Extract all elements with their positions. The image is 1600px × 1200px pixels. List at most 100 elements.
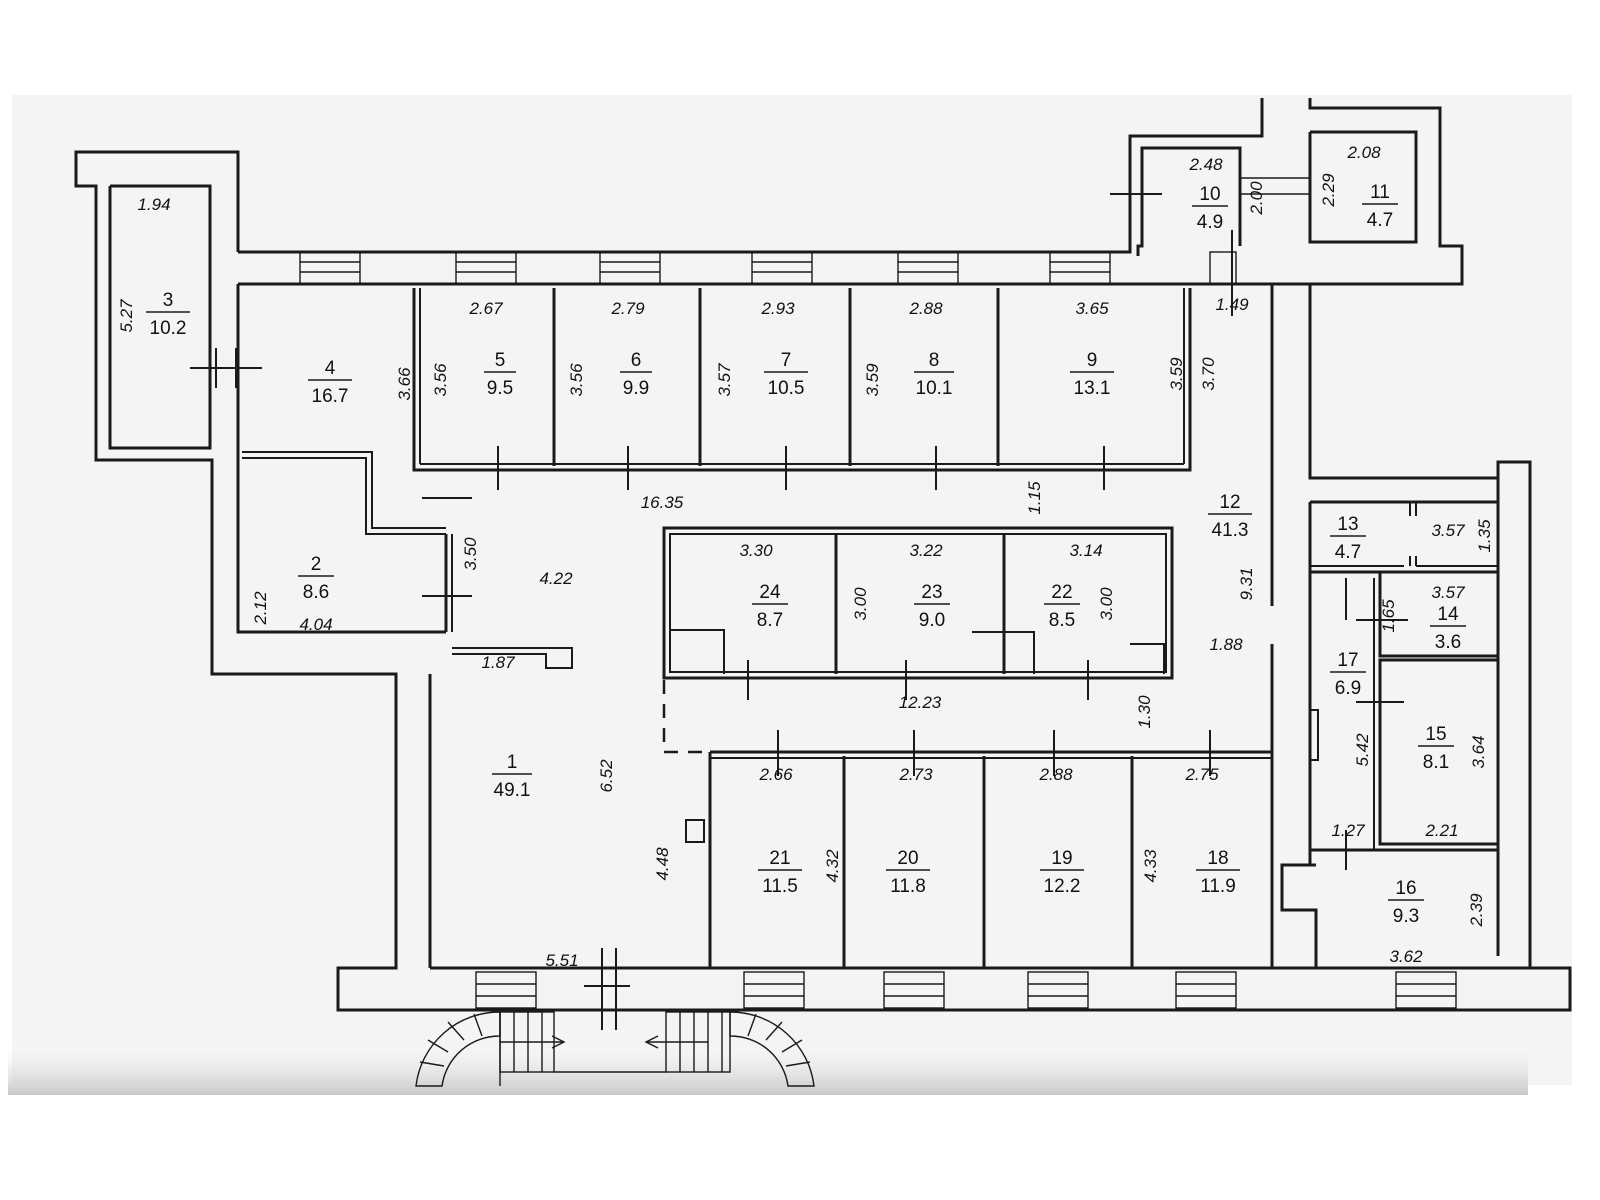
room-label-4: 416.7 [308, 358, 352, 407]
dim-label: 3.22 [909, 541, 943, 560]
dim-label: 2.88 [1038, 765, 1073, 784]
dim-label: 5.42 [1353, 733, 1372, 767]
paper-background [12, 95, 1572, 1085]
dim-label: 6.52 [597, 759, 616, 793]
svg-text:21: 21 [769, 848, 790, 869]
svg-text:19: 19 [1051, 848, 1072, 869]
windows [299, 177, 1457, 1009]
room-label-15: 158.1 [1418, 724, 1454, 773]
dim-label: 3.64 [1469, 735, 1488, 768]
dim-label: 2.75 [1184, 765, 1219, 784]
dim-label: 1.94 [137, 195, 170, 214]
dim-label: 1.87 [481, 653, 515, 672]
svg-text:16.7: 16.7 [312, 386, 349, 407]
room-label-14: 143.6 [1430, 604, 1466, 653]
svg-text:10.1: 10.1 [916, 378, 953, 399]
dim-label: 3.50 [461, 537, 480, 571]
dim-label: 9.31 [1237, 567, 1256, 600]
room-label-8: 810.1 [914, 350, 954, 399]
dim-label: 4.33 [1141, 849, 1160, 883]
dim-label: 16.35 [641, 493, 684, 512]
room-label-13: 134.7 [1330, 514, 1366, 563]
svg-text:9.5: 9.5 [487, 378, 513, 399]
dim-label: 3.70 [1199, 357, 1218, 391]
dim-label: 3.00 [851, 587, 870, 621]
svg-text:49.1: 49.1 [494, 780, 531, 801]
svg-text:3: 3 [163, 290, 174, 311]
dim-label: 2.79 [610, 299, 645, 318]
room-label-10: 104.9 [1192, 184, 1228, 233]
room-label-7: 710.5 [764, 350, 808, 399]
svg-text:7: 7 [781, 350, 792, 371]
svg-text:2: 2 [311, 554, 322, 575]
dim-label: 1.65 [1379, 599, 1398, 633]
room-label-5: 59.5 [484, 350, 516, 399]
dim-label: 3.66 [395, 367, 414, 401]
dim-label: 3.56 [431, 363, 450, 397]
dim-label: 2.21 [1424, 821, 1458, 840]
room-labels: 149.1 28.6 310.2 416.7 59.5 69.9 710.5 8… [146, 182, 1466, 927]
svg-text:8.1: 8.1 [1423, 752, 1449, 773]
dim-label: 4.22 [539, 569, 573, 588]
svg-text:3.6: 3.6 [1435, 632, 1461, 653]
dim-label: 1.35 [1475, 519, 1494, 553]
room-label-18: 18 11.9 [1196, 848, 1240, 897]
dim-label: 1.88 [1209, 635, 1243, 654]
svg-text:8.7: 8.7 [757, 610, 783, 631]
room-label-11: 114.7 [1362, 182, 1398, 231]
dim-label: 2.88 [908, 299, 943, 318]
room-label-3: 310.2 [146, 290, 190, 339]
dim-label: 3.65 [1075, 299, 1109, 318]
svg-text:14: 14 [1437, 604, 1459, 625]
svg-text:11: 11 [1370, 182, 1390, 203]
room-label-20: 20 11.8 [886, 848, 930, 897]
room-label-6: 69.9 [620, 350, 652, 399]
dim-label: 3.57 [1431, 521, 1465, 540]
dim-label: 2.39 [1467, 893, 1486, 928]
dim-label: 2.12 [251, 591, 270, 626]
dim-label: 3.00 [1097, 587, 1116, 621]
dim-label: 1.27 [1331, 821, 1365, 840]
dim-label: 2.08 [1346, 143, 1381, 162]
bottom-shadow [8, 1040, 1528, 1095]
svg-text:1: 1 [507, 752, 518, 773]
svg-text:22: 22 [1051, 582, 1072, 603]
svg-text:5: 5 [495, 350, 506, 371]
dim-label: 3.59 [1167, 357, 1186, 391]
door-marks [190, 193, 1408, 1030]
outer-walls [74, 98, 1572, 1012]
dim-label: 3.30 [739, 541, 773, 560]
interior-walls [236, 284, 1500, 968]
svg-text:6.9: 6.9 [1335, 678, 1361, 699]
dim-label: 5.51 [545, 951, 578, 970]
dim-label: 2.29 [1319, 173, 1338, 208]
entrance-stairs [415, 1011, 815, 1087]
dim-label: 4.32 [823, 849, 842, 883]
svg-text:17: 17 [1337, 650, 1358, 671]
svg-text:18: 18 [1207, 848, 1228, 869]
svg-text:41.3: 41.3 [1212, 520, 1249, 541]
svg-text:4: 4 [325, 358, 336, 379]
svg-text:4.7: 4.7 [1335, 542, 1361, 563]
svg-text:20: 20 [897, 848, 918, 869]
dim-label: 3.59 [863, 363, 882, 397]
svg-text:9.3: 9.3 [1393, 906, 1419, 927]
svg-text:10: 10 [1199, 184, 1220, 205]
room-label-2: 28.6 [298, 554, 334, 603]
room-label-9: 913.1 [1070, 350, 1114, 399]
svg-text:13.1: 13.1 [1074, 378, 1111, 399]
dim-label: 3.57 [715, 363, 734, 397]
room-label-23: 239.0 [914, 582, 950, 631]
svg-text:13: 13 [1337, 514, 1358, 535]
svg-text:9.0: 9.0 [919, 610, 945, 631]
dim-label: 2.48 [1188, 155, 1223, 174]
room-label-17: 176.9 [1330, 650, 1366, 699]
svg-text:11.9: 11.9 [1200, 876, 1236, 897]
svg-text:11.8: 11.8 [890, 876, 926, 897]
dim-label: 3.14 [1069, 541, 1102, 560]
dim-label: 2.00 [1247, 181, 1266, 216]
svg-text:23: 23 [921, 582, 942, 603]
room-label-1: 149.1 [492, 752, 532, 801]
dim-label: 5.27 [117, 299, 136, 333]
